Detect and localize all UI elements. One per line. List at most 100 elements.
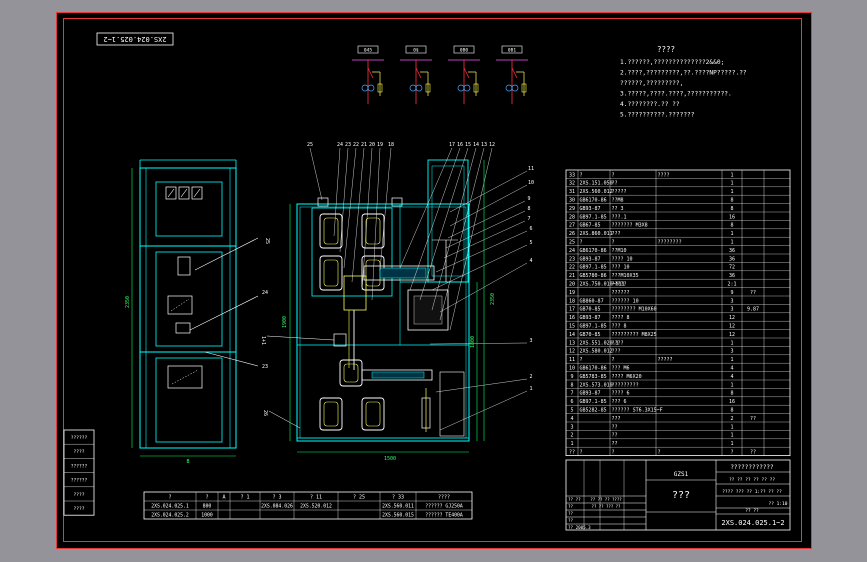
table-cell: GB6170-86 <box>580 366 607 372</box>
feeder-label: 0B1 <box>508 48 516 54</box>
table-cell: ?????? 10 <box>612 298 639 304</box>
callout-leader <box>449 170 528 213</box>
table-cell: ? <box>612 450 615 456</box>
side-stamp-cell: ?????? <box>71 463 88 469</box>
side-stamp-cell: ???? <box>73 492 84 498</box>
callout-leader <box>371 147 381 301</box>
callout-leader <box>351 147 365 283</box>
section-callout-right: 2 <box>529 374 532 380</box>
side-stamp-cell: ?????? <box>71 478 88 484</box>
callout-leader <box>431 147 477 311</box>
table-cell: ???? 8 <box>612 315 630 321</box>
section-callout-right: 5 <box>529 240 532 246</box>
table-cell: ?? <box>569 450 575 456</box>
table-cell: 3 <box>730 349 733 355</box>
table-cell: 2XS.520.012 <box>300 504 332 510</box>
table-cell: ??? 6 <box>612 399 627 405</box>
section-callout-right: 3 <box>529 338 532 344</box>
feeder-diagram: 045 <box>352 45 384 104</box>
table-cell: ? <box>580 357 583 363</box>
callout-leader <box>419 147 469 301</box>
table-row: 1??1 <box>570 441 733 447</box>
feeder-ct <box>367 84 375 92</box>
table-cell: ??? <box>612 416 621 422</box>
section-callout-top: 21 <box>361 142 367 148</box>
section-outline <box>296 203 470 442</box>
table-cell: 1000 <box>201 513 213 519</box>
table-cell: 2XS.024.025.2 <box>151 513 189 519</box>
section-callout-top: 20 <box>369 142 375 148</box>
table-cell: GB70-85 <box>580 332 601 338</box>
table-cell: GB5783-85 <box>580 374 607 380</box>
section-callout-top: 13 <box>481 142 487 148</box>
title-row-c: ?? 1:10 <box>769 501 788 507</box>
table-cell: 36 <box>729 248 735 254</box>
table-cell: ???? 6 <box>612 391 630 397</box>
table-cell: 36 <box>729 273 735 279</box>
table-cell: 29 <box>569 206 575 212</box>
table-cell: 12 <box>729 332 735 338</box>
table-cell: GB5282-85 <box>580 408 607 414</box>
section-dim-right-height-b: 1800 <box>470 336 476 348</box>
callout-leader <box>445 210 526 249</box>
side-stamp-cell: ?????? <box>71 435 88 441</box>
section-callout-top: 15 <box>465 142 471 148</box>
front-cabinet-outline <box>139 167 237 449</box>
callout-leader <box>361 147 373 291</box>
section-callout-top: 12 <box>489 142 495 148</box>
table-cell: 2:1 <box>727 282 736 288</box>
table-cell: 1 <box>730 340 733 346</box>
table-cell: ????? <box>612 282 627 288</box>
table-cell: ????????? M8X25 <box>612 332 657 338</box>
table-cell: 22 <box>569 265 575 271</box>
section-dim-left-height: 1900 <box>282 316 288 328</box>
title-rev-b: ?? ?? ??? ?? <box>592 504 621 509</box>
table-cell: 2XS.860.011 <box>580 231 613 237</box>
table-cell: ? <box>612 357 615 363</box>
front-callout-25: 25 <box>264 238 270 244</box>
feeder-switch <box>367 67 374 79</box>
table-cell: ?? 3 <box>612 206 624 212</box>
table-cell: 1 <box>730 172 733 178</box>
table-cell: GB97.1-85 <box>580 214 607 220</box>
table-cell: 2XS.084.026 <box>261 504 293 510</box>
variant-header-cell: ? 11 <box>310 495 322 501</box>
table-cell: ? <box>580 240 583 246</box>
note-line: 1.??????,??????????????2&&0; <box>620 59 724 66</box>
table-cell: 9 <box>730 290 733 296</box>
side-stamp-cell: ???? <box>73 506 84 512</box>
table-cell: 1 <box>730 240 733 246</box>
table-cell: ?????? <box>612 290 630 296</box>
variant-table-frame <box>143 491 473 520</box>
table-row: 4???2?? <box>570 416 756 422</box>
table-cell: ?? <box>612 181 618 187</box>
table-cell: 4 <box>730 366 733 372</box>
table-cell: ? <box>580 450 583 456</box>
section-callout-top: 19 <box>377 142 383 148</box>
section-callout-right: 10 <box>528 180 534 186</box>
table-cell: 36 <box>729 256 735 262</box>
table-cell: 8 <box>730 198 733 204</box>
table-cell: ??? <box>612 231 621 237</box>
note-line: 5.??????????.??????? <box>620 112 695 119</box>
title-rev-a: ?? ?? ?? ???? <box>590 497 622 502</box>
feeder-arrester <box>377 83 383 93</box>
section-callout-right: 1 <box>529 386 532 392</box>
section-callout-right: 7 <box>527 216 530 222</box>
variant-header-cell: ? 33 <box>392 495 404 501</box>
table-cell: 7 <box>570 391 573 397</box>
side-stamp-cell: ???? <box>73 449 84 455</box>
title-company: ???????????? <box>730 464 774 471</box>
